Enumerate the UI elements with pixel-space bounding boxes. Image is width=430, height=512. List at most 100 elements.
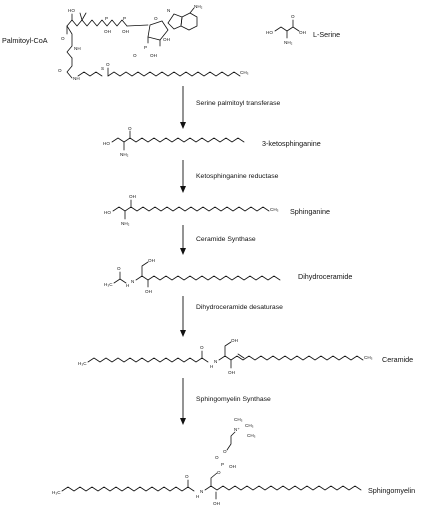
ribose-ring [147,20,169,41]
phosphate-p-label-1: P [105,16,108,21]
reaction-step-4: Dihydroceramide desaturase [180,296,283,337]
ribose-link-bond [126,24,149,27]
enzyme-label-sms: Sphingomyelin Synthase [196,396,271,403]
sm-ammonium-label: N⁺ [234,427,240,432]
sm-methyl-label-2: CH₃ [245,423,254,428]
ceramide-h3c-label: H₃C [78,361,87,366]
ceramide-trans-double-bond [237,353,245,359]
gem-methyl-b [81,12,87,21]
sm-n-label: N [200,489,203,494]
ribose-oh-label: OH [163,37,170,42]
sphingomyelin-structure: H₃C O H N OH O P OH O O N⁺ CH₃ CH₃ CH₃ S… [52,417,415,506]
keto-ho-label: HO [103,141,110,146]
sm-phosphate-p-label: P [221,462,224,467]
sm-nh-label: H [196,494,199,499]
ribose-phosphate-p-label: P [144,45,147,50]
reaction-arrowhead-1 [180,122,186,129]
sphinganine-chain-bonds [112,206,270,212]
sm-methyl-label-3: CH₃ [247,433,256,438]
dihydro-n-label: N [131,279,134,284]
palmitoyl-coa-structure: Palmitoyl-CoA HO O NH O NH S O CH₃ P OH … [2,4,249,81]
sm-ester-o-label: O [217,470,221,475]
serine-ho-label: HO [266,30,273,35]
ceramide-hydroxymethyl-bonds [224,341,232,357]
sphinganine-oh-label: OH [129,194,136,199]
ceramide-nh-label: H [210,364,213,369]
enzyme-label-degs: Dihydroceramide desaturase [196,304,283,311]
reaction-arrowhead-2 [180,186,186,193]
reaction-arrowhead-4 [180,330,186,337]
ribose-phosphate-o-label: O [133,53,137,58]
ribose-o-label: O [154,16,158,21]
reaction-arrowhead-3 [180,248,186,255]
phosphate-oh-label-1: OH [104,29,111,34]
sm-h3c-label: H₃C [52,490,61,495]
coa-chain-lower [66,57,73,79]
sphinganine-label: Sphinganine [290,207,330,216]
sm-acyl-chain-bonds [61,486,195,492]
amide-n-label-1: NH [74,46,81,51]
ceramide-ch3-label: CH₃ [364,355,373,360]
dihydro-chain-bonds [135,275,281,281]
sm-headgroup-link-bonds [210,472,218,487]
dihydroceramide-label: Dihydroceramide [298,272,352,281]
ceramide-bottom-oh-label: OH [228,370,235,375]
reaction-step-5: Sphingomyelin Synthase [180,378,271,425]
reaction-step-1: Serine palmitoyl transferase [180,86,280,129]
sphinganine-ho-label: HO [104,210,111,215]
reaction-arrowhead-5 [180,418,186,425]
dihydro-o-label: O [117,266,121,271]
ceramide-n-label: N [214,359,217,364]
adenine-amine-bond [189,7,195,14]
keto-nh2-label: NH₂ [120,152,129,157]
l-serine-label: L-Serine [313,30,340,39]
serine-o-label: O [291,14,295,19]
ketosphinganine-structure: HO NH₂ O 3-ketosphinganine [103,126,321,157]
phosphate-oh-label-2: OH [122,29,129,34]
serine-oh-label: OH [299,30,306,35]
ketosphinganine-label: 3-ketosphinganine [262,139,321,148]
serine-nh2-label: NH₂ [284,40,293,45]
gem-methyl-a [79,12,83,21]
dihydro-h3c-label: H₃C [104,282,113,287]
palmitoyl-chain-bonds [107,71,241,77]
sm-phosphate-o-label: O [215,455,219,460]
dihydro-hydroxymethyl-bonds [141,261,149,277]
hydroxyl-label: HO [68,8,75,13]
thioester-o-label: O [106,62,110,67]
dihydro-top-oh-label: OH [148,258,155,263]
serine-carboxyl-bond [292,26,300,32]
dihydroceramide-structure: H₃C O H N OH OH Dihydroceramide [104,258,352,294]
dihydro-bottom-oh-label: OH [145,289,152,294]
sm-choline-o-label: O [223,449,227,454]
sm-bottom-oh-label: OH [213,501,220,506]
palmitoyl-ch3-label: CH₃ [240,70,249,75]
serine-backbone-bonds [274,19,294,32]
coa-backbone-bonds [66,19,128,27]
sm-sphingoid-chain-bonds [204,485,362,491]
reaction-step-3: Ceramide Synthase [180,225,256,255]
keto-o-label: O [128,126,132,131]
adenine-nh2-label: NH₂ [194,4,203,9]
thioester-s-label: S [101,66,104,71]
sm-methyl-label-1: CH₃ [234,417,243,422]
sphingomyelin-label: Sphingomyelin [368,486,415,495]
ribose-phosphate-oh-label: OH [150,53,157,58]
reaction-step-2: Ketosphinganine reductase [180,160,279,193]
coa-chain-down [66,25,73,59]
sm-choline-bonds [226,431,236,451]
l-serine-structure: HO OH O NH₂ L-Serine [266,14,340,45]
phosphate-p-label-2: P [123,16,126,21]
sphinganine-structure: HO OH NH₂ CH₃ Sphinganine [104,194,330,226]
enzyme-label-spt: Serine palmitoyl transferase [196,100,280,107]
enzyme-label-cers: Ceramide Synthase [196,236,256,243]
amide-o-label-1: O [61,36,65,41]
ceramide-o-label: O [200,345,204,350]
ceramide-sphingoid-chain-bonds [218,355,364,361]
palmitoyl-coa-label: Palmitoyl-CoA [2,36,48,45]
ceramide-acyl-chain-bonds [87,357,209,363]
keto-chain-bonds [111,137,245,143]
ceramide-top-oh-label: OH [231,338,238,343]
